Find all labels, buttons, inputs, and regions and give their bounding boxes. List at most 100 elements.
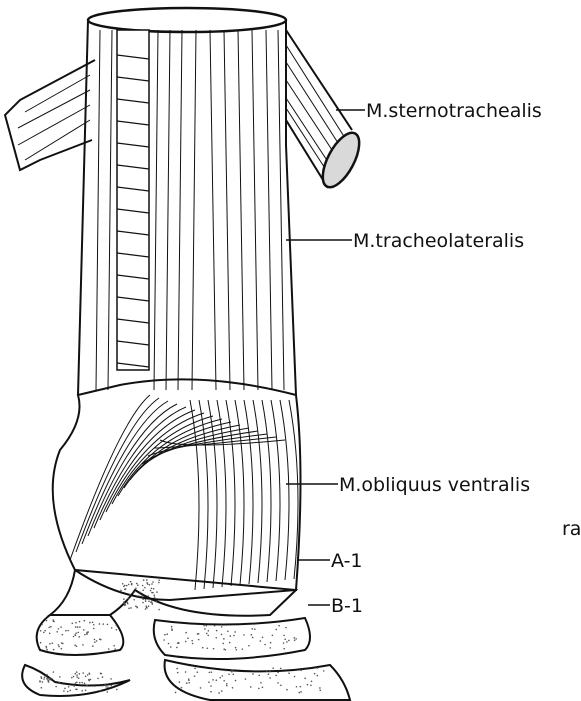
stipple-dot bbox=[46, 674, 48, 676]
stipple-dot bbox=[126, 585, 128, 587]
stipple-dot bbox=[148, 605, 150, 607]
stipple-dot bbox=[196, 671, 198, 673]
stipple-dot bbox=[145, 599, 147, 601]
stipple-dot bbox=[86, 633, 88, 635]
stipple-dot bbox=[223, 680, 225, 682]
stipple-dot bbox=[43, 632, 45, 634]
stipple-dot bbox=[136, 583, 138, 585]
stipple-dot bbox=[208, 630, 210, 632]
stipple-dot bbox=[300, 691, 302, 693]
stipple-dot bbox=[286, 641, 288, 643]
muscle-fiber bbox=[252, 30, 258, 390]
stipple-dot bbox=[158, 579, 160, 581]
stipple-dot bbox=[194, 668, 196, 670]
stipple-dot bbox=[75, 622, 77, 624]
stipple-dot bbox=[252, 673, 254, 675]
stipple-dot bbox=[252, 637, 254, 639]
stipple-dot bbox=[41, 624, 43, 626]
bronchial-rings bbox=[22, 570, 350, 700]
stipple-dot bbox=[275, 629, 277, 631]
stipple-dot bbox=[133, 599, 135, 601]
stipple-dot bbox=[71, 677, 73, 679]
stipple-dot bbox=[48, 678, 50, 680]
stipple-dot bbox=[92, 645, 94, 647]
stipple-dot bbox=[90, 679, 92, 681]
label-cropped: ra bbox=[562, 518, 581, 540]
stipple-dot bbox=[209, 672, 211, 674]
stipple-dot bbox=[204, 628, 206, 630]
fan-fiber bbox=[271, 400, 280, 581]
stipple-dot bbox=[71, 622, 73, 624]
stipple-dot bbox=[75, 682, 77, 684]
stipple-dot bbox=[231, 669, 233, 671]
stipple-dot bbox=[226, 685, 228, 687]
stipple-dot bbox=[288, 672, 290, 674]
stipple-dot bbox=[142, 585, 144, 587]
stipple-dot bbox=[222, 675, 224, 677]
stipple-dot bbox=[129, 594, 131, 596]
stipple-dot bbox=[250, 686, 252, 688]
muscle-fiber bbox=[278, 30, 284, 390]
stipple-dot bbox=[319, 690, 321, 692]
stipple-dot bbox=[47, 680, 49, 682]
stipple-dot bbox=[63, 690, 65, 692]
stipple-dot bbox=[147, 583, 149, 585]
stipple-dot bbox=[319, 687, 321, 689]
stipple-dot bbox=[58, 628, 60, 630]
stipple-dot bbox=[67, 691, 69, 693]
stipple-dot bbox=[65, 630, 67, 632]
stipple-dot bbox=[153, 588, 155, 590]
stipple-dot bbox=[40, 676, 42, 678]
stipple-dot bbox=[116, 625, 118, 627]
stipple-dot bbox=[258, 675, 260, 677]
stipple-dot bbox=[136, 607, 138, 609]
obliquus-fibers bbox=[70, 395, 298, 590]
stipple-dot bbox=[283, 648, 285, 650]
stipple-dot bbox=[104, 683, 106, 685]
stipple-dot bbox=[277, 682, 279, 684]
fan-fiber bbox=[280, 400, 289, 580]
stipple-dot bbox=[294, 637, 296, 639]
stipple-dot bbox=[211, 671, 213, 673]
stipple-dot bbox=[206, 647, 208, 649]
stipple-dot bbox=[270, 642, 272, 644]
stipple-dot bbox=[323, 670, 325, 672]
stipple-dot bbox=[99, 623, 101, 625]
stipple-dot bbox=[48, 627, 50, 629]
stipple-dot bbox=[130, 607, 132, 609]
stipple-dot bbox=[234, 631, 236, 633]
stipple-dot bbox=[94, 685, 96, 687]
stipple-dot bbox=[143, 579, 145, 581]
stipple-dot bbox=[62, 634, 64, 636]
stipple-dot bbox=[260, 682, 262, 684]
stipple-dot bbox=[269, 647, 271, 649]
muscle-fiber bbox=[210, 30, 216, 390]
stipple-dot bbox=[317, 667, 319, 669]
stipple-dot bbox=[58, 646, 60, 648]
stipple-dot bbox=[111, 627, 113, 629]
stipple-dot bbox=[127, 602, 129, 604]
stipple-dot bbox=[39, 680, 41, 682]
stipple-dot bbox=[140, 592, 142, 594]
stipple-dot bbox=[79, 621, 81, 623]
stipple-dot bbox=[226, 683, 228, 685]
muscle-fiber bbox=[108, 30, 112, 390]
stipple-dot bbox=[150, 601, 152, 603]
stipple-dot bbox=[317, 675, 319, 677]
stipple-dot bbox=[58, 644, 60, 646]
stipple-dot bbox=[188, 682, 190, 684]
stipple-dot bbox=[205, 625, 207, 627]
stipple-dot bbox=[200, 687, 202, 689]
stipple-dot bbox=[89, 622, 91, 624]
stipple-dot bbox=[258, 688, 260, 690]
stipple-dot bbox=[122, 583, 124, 585]
stipple-dot bbox=[277, 672, 279, 674]
stipple-dot bbox=[233, 635, 235, 637]
muscle-fiber bbox=[166, 30, 170, 390]
stipple-dot bbox=[284, 638, 286, 640]
stipple-dot bbox=[181, 687, 183, 689]
stipple-dot bbox=[268, 673, 270, 675]
stipple-dot bbox=[179, 681, 181, 683]
stipple-dot bbox=[102, 623, 104, 625]
stipple-dot bbox=[191, 640, 193, 642]
